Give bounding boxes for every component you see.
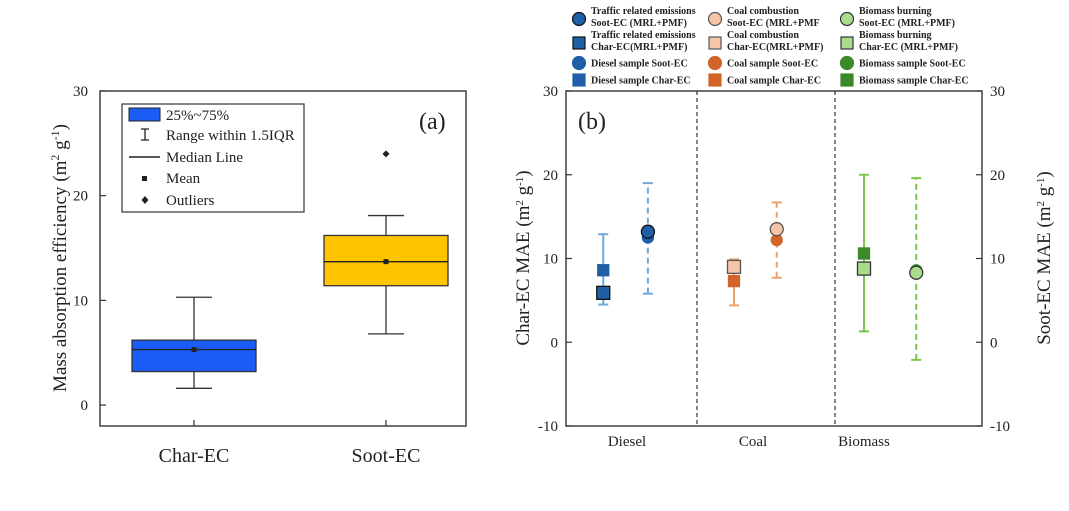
legend-marker [708, 36, 722, 50]
panel-a-frame [99, 90, 467, 427]
legend-label: Char-EC(MRL+PMF) [591, 42, 687, 53]
legend-iqr-label: 25%~75% [166, 108, 229, 124]
legend-marker [708, 73, 722, 87]
point-Traffic Char-EC [596, 285, 611, 300]
mean-marker-Char-EC [191, 347, 197, 353]
panel-a-y-ticks: 0 10 20 30 [73, 84, 106, 414]
legend-mean-marker [142, 176, 147, 181]
point-Diesel sample Char-EC [597, 264, 610, 277]
point-Coal combustion Char-EC [726, 259, 742, 275]
mean-marker-Soot-EC [383, 259, 389, 265]
legend-marker [839, 55, 855, 71]
point-Biomass burning Char-EC [856, 261, 872, 276]
legend-marker [840, 73, 854, 87]
b-x-label-Coal: Coal [739, 434, 767, 450]
legend-label: Char-EC(MRL+PMF) [727, 42, 823, 53]
a-y-tick-label: 10 [73, 293, 88, 309]
legend-label: Biomass burning [859, 6, 932, 17]
legend-outliers-label: Outliers [166, 193, 214, 209]
legend-label: Biomass sample Char-EC [859, 76, 969, 87]
legend-label: Char-EC (MRL+PMF) [859, 42, 958, 53]
b-left-y-tick-label: 0 [551, 335, 559, 351]
legend-marker [572, 73, 586, 87]
legend-median-label: Median Line [166, 150, 243, 166]
b-right-y-tick-label: 20 [990, 168, 1005, 184]
b-left-y-tick-label: -10 [538, 419, 558, 435]
b-right-y-tick-label: -10 [990, 419, 1010, 435]
legend-label: Biomass sample Soot-EC [859, 59, 966, 70]
b-right-y-tick-label: 10 [990, 252, 1005, 268]
legend-box-swatch [128, 107, 161, 122]
legend-label: Diesel sample Char-EC [591, 76, 691, 87]
b-left-y-tick-label: 20 [543, 168, 558, 184]
a-x-label-Soot-EC: Soot-EC [352, 445, 421, 467]
legend-label: Diesel sample Soot-EC [591, 59, 688, 70]
a-y-tick-label: 20 [73, 189, 88, 205]
point-Coal sample Char-EC [727, 274, 741, 288]
panel-a-y-axis-label: Mass absorption efficiency (m2 g-1) [48, 124, 71, 392]
legend-marker [840, 36, 854, 50]
outlier-marker-Soot-EC [382, 150, 390, 158]
a-x-label-Char-EC: Char-EC [159, 445, 230, 467]
panel-a-legend-box [121, 103, 305, 213]
legend-label: Soot-EC (MRL+PMF [727, 18, 820, 29]
legend-whisker-icon [141, 128, 149, 141]
panel-b-frame [565, 90, 983, 427]
panel-a-boxes [131, 150, 449, 389]
legend-label: Soot-EC (MRL+PMF) [859, 18, 955, 29]
panel-a-x-labels: Char-EC Soot-EC [159, 420, 421, 467]
box-Char-EC [131, 339, 257, 373]
panel-a-label: (a) [419, 109, 446, 135]
point-Biomass burning Soot-EC [909, 265, 924, 280]
b-left-y-tick-label: 10 [543, 252, 558, 268]
a-y-tick-label: 30 [73, 84, 88, 100]
panel-a: 0 10 20 30 Char-EC Soot-EC (a) Mass absorpti… [48, 84, 467, 467]
point-Coal combustion Soot-EC [769, 222, 784, 237]
panel-a-legend: 25%~75% Range within 1.5IQR Median Line … [121, 103, 305, 213]
panel-b: -10 0 10 20 30 -10 0 10 20 30 Diesel Coal Biomass … [513, 6, 1055, 450]
legend-label: Coal combustion [727, 6, 799, 17]
legend-label: Coal sample Char-EC [727, 76, 821, 87]
legend-label: Soot-EC (MRL+PMF) [591, 18, 687, 29]
b-right-y-tick-label: 30 [990, 84, 1005, 100]
legend-marker [572, 36, 586, 50]
legend-label: Coal sample Soot-EC [727, 59, 818, 70]
panel-b-label: (b) [578, 109, 606, 135]
legend-label: Coal combustion [727, 30, 799, 41]
legend-label: Biomass burning [859, 30, 932, 41]
b-x-label-Biomass: Biomass [838, 434, 890, 450]
legend-marker [571, 55, 587, 71]
a-y-tick-label: 0 [81, 398, 89, 414]
legend-marker [839, 11, 855, 27]
legend-label: Traffic related emissions [591, 30, 696, 41]
panel-b-left-y-axis-label: Char-EC MAE (m2 g-1) [513, 170, 534, 345]
point-Traffic Soot-EC [640, 224, 656, 239]
legend-outlier-marker [141, 196, 149, 204]
panel-b-ranges [598, 173, 922, 361]
panel-b-right-y-axis-label: Soot-EC MAE (m2 g-1) [1034, 171, 1055, 345]
b-right-y-tick-label: 0 [990, 335, 998, 351]
legend-range-label: Range within 1.5IQR [166, 128, 295, 144]
b-x-label-Diesel: Diesel [608, 434, 646, 450]
legend-marker [707, 55, 723, 71]
panel-b-x-labels: Diesel Coal Biomass [608, 434, 890, 450]
panel-b-left-y-ticks: -10 0 10 20 30 [538, 84, 572, 435]
panel-b-right-y-ticks: -10 0 10 20 30 [976, 84, 1010, 435]
b-left-y-tick-label: 30 [543, 84, 558, 100]
legend-label: Traffic related emissions [591, 6, 696, 17]
legend-marker [571, 11, 587, 27]
legend-mean-label: Mean [166, 171, 201, 187]
panel-b-points [596, 222, 924, 300]
legend-marker [707, 11, 723, 27]
point-Biomass sample Char-EC [857, 247, 871, 260]
